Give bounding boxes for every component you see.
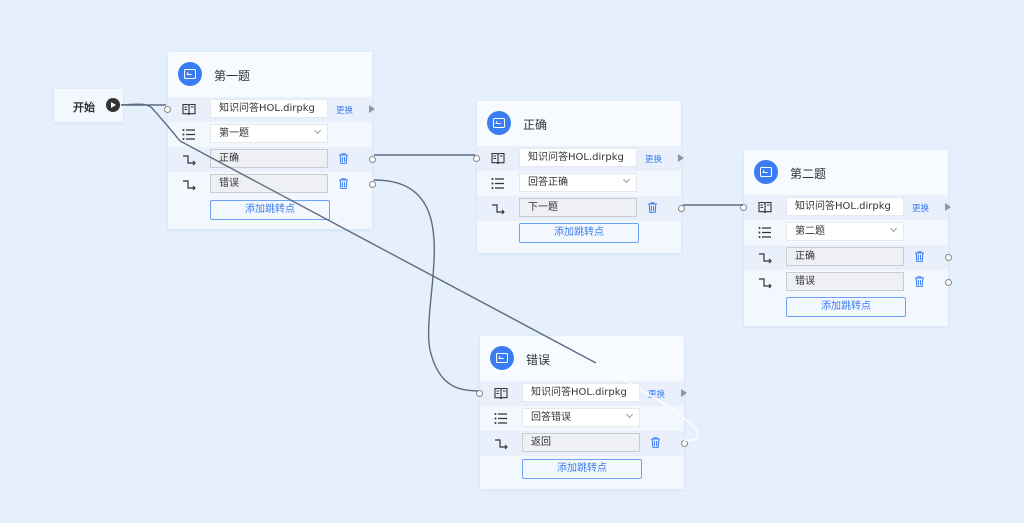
input-port[interactable] <box>164 106 171 113</box>
play-triangle-icon[interactable] <box>945 203 951 211</box>
output-port[interactable] <box>369 181 376 188</box>
chevron-down-icon <box>889 224 898 233</box>
book-icon <box>491 152 505 165</box>
trash-icon[interactable] <box>648 202 657 213</box>
jump-row: 下一题 <box>477 196 685 221</box>
select-value: 第二题 <box>795 226 825 237</box>
chevron-down-icon <box>625 410 634 419</box>
trash-icon[interactable] <box>339 178 348 189</box>
node-title: 错误 <box>526 353 551 367</box>
output-port[interactable] <box>681 440 688 447</box>
trash-icon[interactable] <box>651 437 660 448</box>
dialog-icon <box>490 346 514 370</box>
list-icon <box>758 227 771 238</box>
play-icon[interactable] <box>106 98 120 112</box>
jump-field[interactable]: 正确 <box>210 149 328 168</box>
select-dropdown[interactable]: 回答正确 <box>519 173 637 192</box>
output-port[interactable] <box>678 205 685 212</box>
trash-icon[interactable] <box>339 153 348 164</box>
change-link[interactable]: 更换 <box>648 390 666 400</box>
dialog-icon <box>487 111 511 135</box>
book-icon <box>182 103 196 116</box>
node-q1[interactable]: 第一题 知识问答HOL.dirpkg 更换 第一题 正确 错误 添加跳转点 <box>164 52 376 229</box>
select-row: 回答正确 <box>477 171 681 196</box>
node-correct[interactable]: 正确 知识问答HOL.dirpkg 更换 回答正确 下一题 添加跳转点 <box>473 101 685 253</box>
node-title: 正确 <box>523 118 548 132</box>
file-field[interactable]: 知识问答HOL.dirpkg <box>786 197 904 216</box>
output-port[interactable] <box>369 156 376 163</box>
list-icon <box>182 129 195 140</box>
jump-icon <box>183 180 196 191</box>
play-triangle-icon[interactable] <box>681 389 687 397</box>
select-dropdown[interactable]: 第一题 <box>210 124 328 143</box>
book-icon <box>494 387 508 400</box>
play-triangle-icon[interactable] <box>369 105 375 113</box>
start-node[interactable]: 开始 <box>54 89 123 122</box>
file-field[interactable]: 知识问答HOL.dirpkg <box>522 383 640 402</box>
file-row: 知识问答HOL.dirpkg 更换 <box>740 195 951 220</box>
node-q2[interactable]: 第二题 知识问答HOL.dirpkg 更换 第二题 正确 错误 添加跳转点 <box>740 150 952 326</box>
jump-row: 错误 <box>744 270 952 295</box>
output-port[interactable] <box>945 279 952 286</box>
chevron-down-icon <box>622 175 631 184</box>
jump-field[interactable]: 错误 <box>210 174 328 193</box>
add-jump-button[interactable]: 添加跳转点 <box>522 459 642 479</box>
file-row: 知识问答HOL.dirpkg 更换 <box>476 381 687 406</box>
wire-q1-wrong-to-wrong <box>373 179 479 392</box>
chevron-down-icon <box>313 126 322 135</box>
add-jump-button[interactable]: 添加跳转点 <box>210 200 330 220</box>
play-triangle-icon[interactable] <box>678 154 684 162</box>
jump-row: 返回 <box>480 431 688 456</box>
select-row: 第一题 <box>168 122 372 147</box>
input-port[interactable] <box>740 204 747 211</box>
jump-icon <box>759 253 772 264</box>
node-header: 错误 <box>480 336 684 381</box>
change-link[interactable]: 更换 <box>912 204 930 214</box>
jump-row: 正确 <box>168 147 376 172</box>
start-label: 开始 <box>73 101 95 114</box>
node-header: 第一题 <box>168 52 372 97</box>
jump-icon <box>759 278 772 289</box>
select-value: 回答错误 <box>531 412 571 423</box>
select-row: 回答错误 <box>480 406 684 431</box>
jump-icon <box>495 439 508 450</box>
select-dropdown[interactable]: 回答错误 <box>522 408 640 427</box>
dialog-icon <box>754 160 778 184</box>
list-icon <box>494 413 507 424</box>
book-icon <box>758 201 772 214</box>
jump-icon <box>183 155 196 166</box>
change-link[interactable]: 更换 <box>645 155 663 165</box>
jump-icon <box>492 204 505 215</box>
jump-row: 正确 <box>744 245 952 270</box>
add-jump-button[interactable]: 添加跳转点 <box>786 297 906 317</box>
jump-row: 错误 <box>168 172 376 197</box>
change-link[interactable]: 更换 <box>336 106 354 116</box>
node-header: 第二题 <box>744 150 948 195</box>
select-row: 第二题 <box>744 220 948 245</box>
node-title: 第二题 <box>790 167 827 181</box>
select-dropdown[interactable]: 第二题 <box>786 222 904 241</box>
select-value: 第一题 <box>219 128 249 139</box>
input-port[interactable] <box>473 155 480 162</box>
node-header: 正确 <box>477 101 681 146</box>
file-row: 知识问答HOL.dirpkg 更换 <box>164 97 375 122</box>
jump-field[interactable]: 错误 <box>786 272 904 291</box>
trash-icon[interactable] <box>915 276 924 287</box>
file-field[interactable]: 知识问答HOL.dirpkg <box>519 148 637 167</box>
jump-field[interactable]: 正确 <box>786 247 904 266</box>
file-field[interactable]: 知识问答HOL.dirpkg <box>210 99 328 118</box>
node-title: 第一题 <box>214 69 251 83</box>
jump-field[interactable]: 返回 <box>522 433 640 452</box>
output-port[interactable] <box>945 254 952 261</box>
trash-icon[interactable] <box>915 251 924 262</box>
list-icon <box>491 178 504 189</box>
dialog-icon <box>178 62 202 86</box>
file-row: 知识问答HOL.dirpkg 更换 <box>473 146 684 171</box>
add-jump-button[interactable]: 添加跳转点 <box>519 223 639 243</box>
select-value: 回答正确 <box>528 177 568 188</box>
node-wrong[interactable]: 错误 知识问答HOL.dirpkg 更换 回答错误 返回 添加跳转点 <box>476 336 688 489</box>
input-port[interactable] <box>476 390 483 397</box>
jump-field[interactable]: 下一题 <box>519 198 637 217</box>
